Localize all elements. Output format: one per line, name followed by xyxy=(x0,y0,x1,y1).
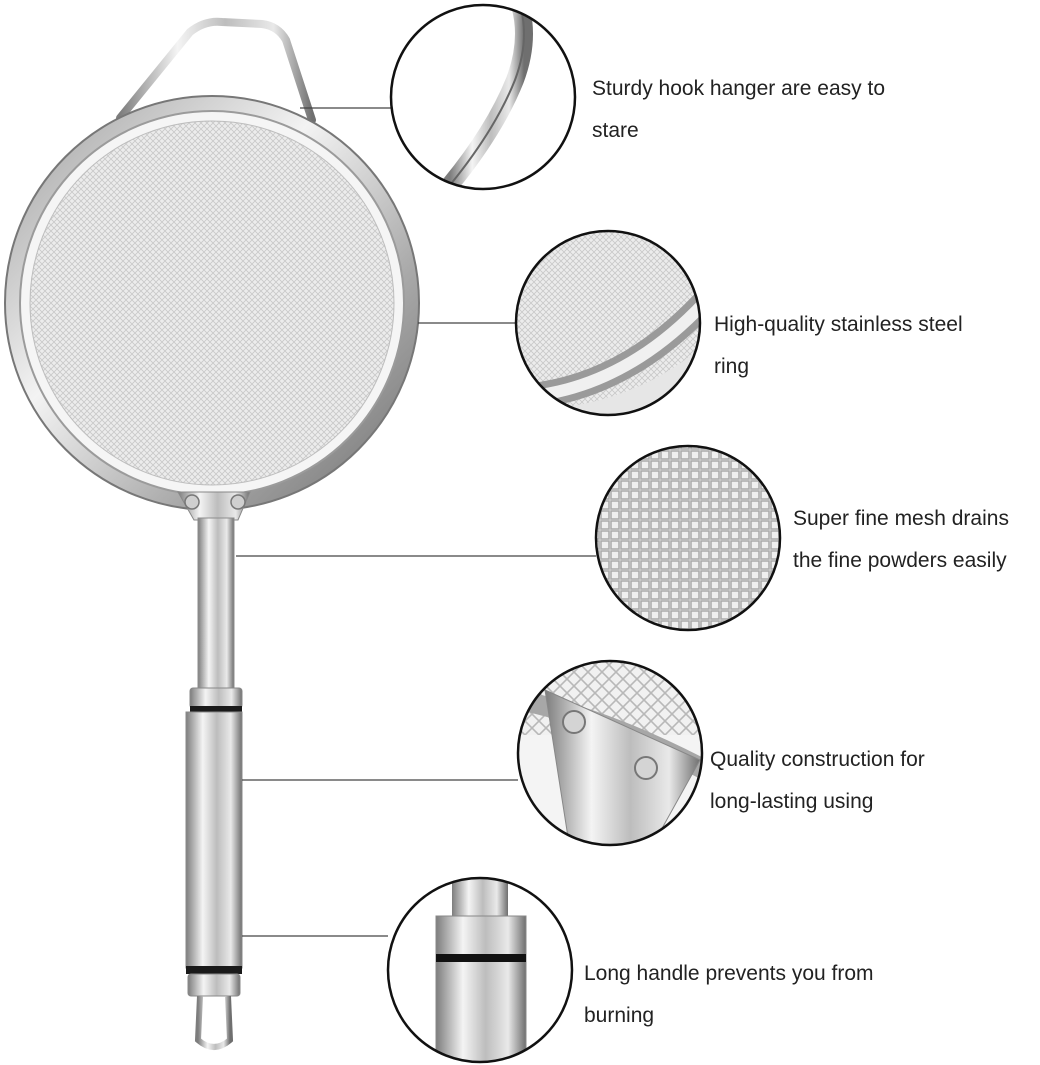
callout-caption-ring: High-quality stainless steel ring xyxy=(714,313,963,378)
handle-grip xyxy=(185,711,243,969)
rivet xyxy=(230,494,246,510)
callout-caption-hook: Sturdy hook hanger are easy to stare xyxy=(592,77,886,142)
rivet-joint-detail-icon xyxy=(516,659,704,847)
callout-caption-construction: Quality construction for long-lasting us… xyxy=(710,748,925,813)
leader-lines xyxy=(236,107,596,937)
rivet xyxy=(184,494,200,510)
handle-end-loop xyxy=(194,995,234,1050)
hook-hanger xyxy=(116,17,316,124)
handle-detail-icon xyxy=(386,876,574,1064)
callout-caption-mesh: Super fine mesh drains the fine powders … xyxy=(793,507,1009,572)
hook-hanger-detail-icon xyxy=(389,3,577,191)
mesh-bowl xyxy=(29,120,395,486)
fine-mesh-detail-icon xyxy=(594,444,782,632)
steel-ring-detail-icon xyxy=(514,229,702,417)
handle-shaft xyxy=(197,517,235,691)
callout-caption-handle: Long handle prevents you from burning xyxy=(584,962,874,1027)
